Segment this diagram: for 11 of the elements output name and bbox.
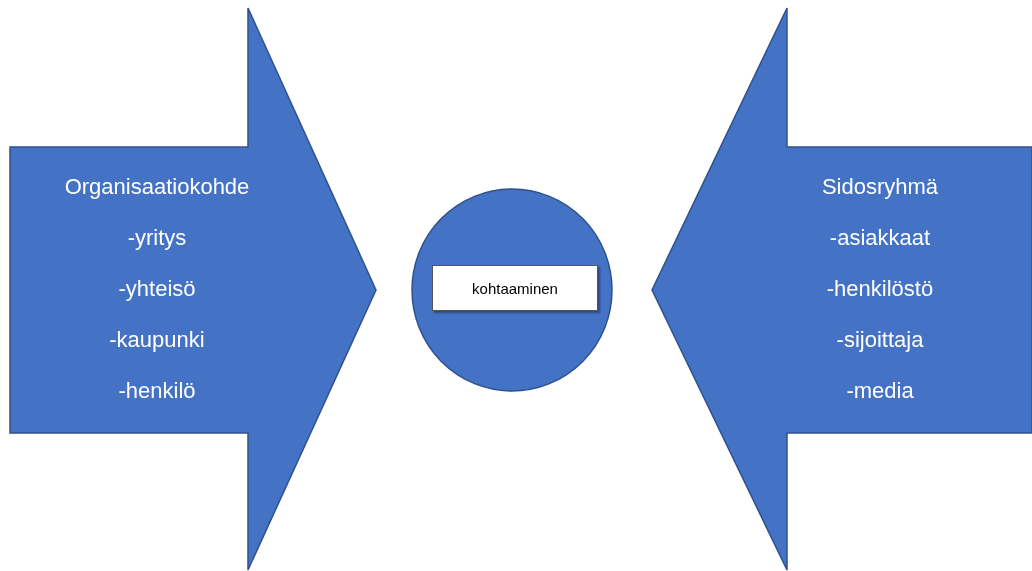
heading-text: Sidosryhmä <box>821 174 939 200</box>
list-item: -media <box>846 378 914 404</box>
list-item: -sijoittaja <box>836 327 924 353</box>
list-item: -kaupunki <box>109 327 205 353</box>
list-item: -yritys <box>127 225 187 251</box>
label-box: kohtaaminen <box>432 265 598 311</box>
list-item: -henkilö <box>118 378 196 404</box>
list-item: -henkilöstö <box>826 276 934 302</box>
heading-text: Organisaatiokohde <box>64 174 250 200</box>
list-item: -asiakkaat <box>829 225 931 251</box>
list-item: -yhteisö <box>118 276 196 302</box>
